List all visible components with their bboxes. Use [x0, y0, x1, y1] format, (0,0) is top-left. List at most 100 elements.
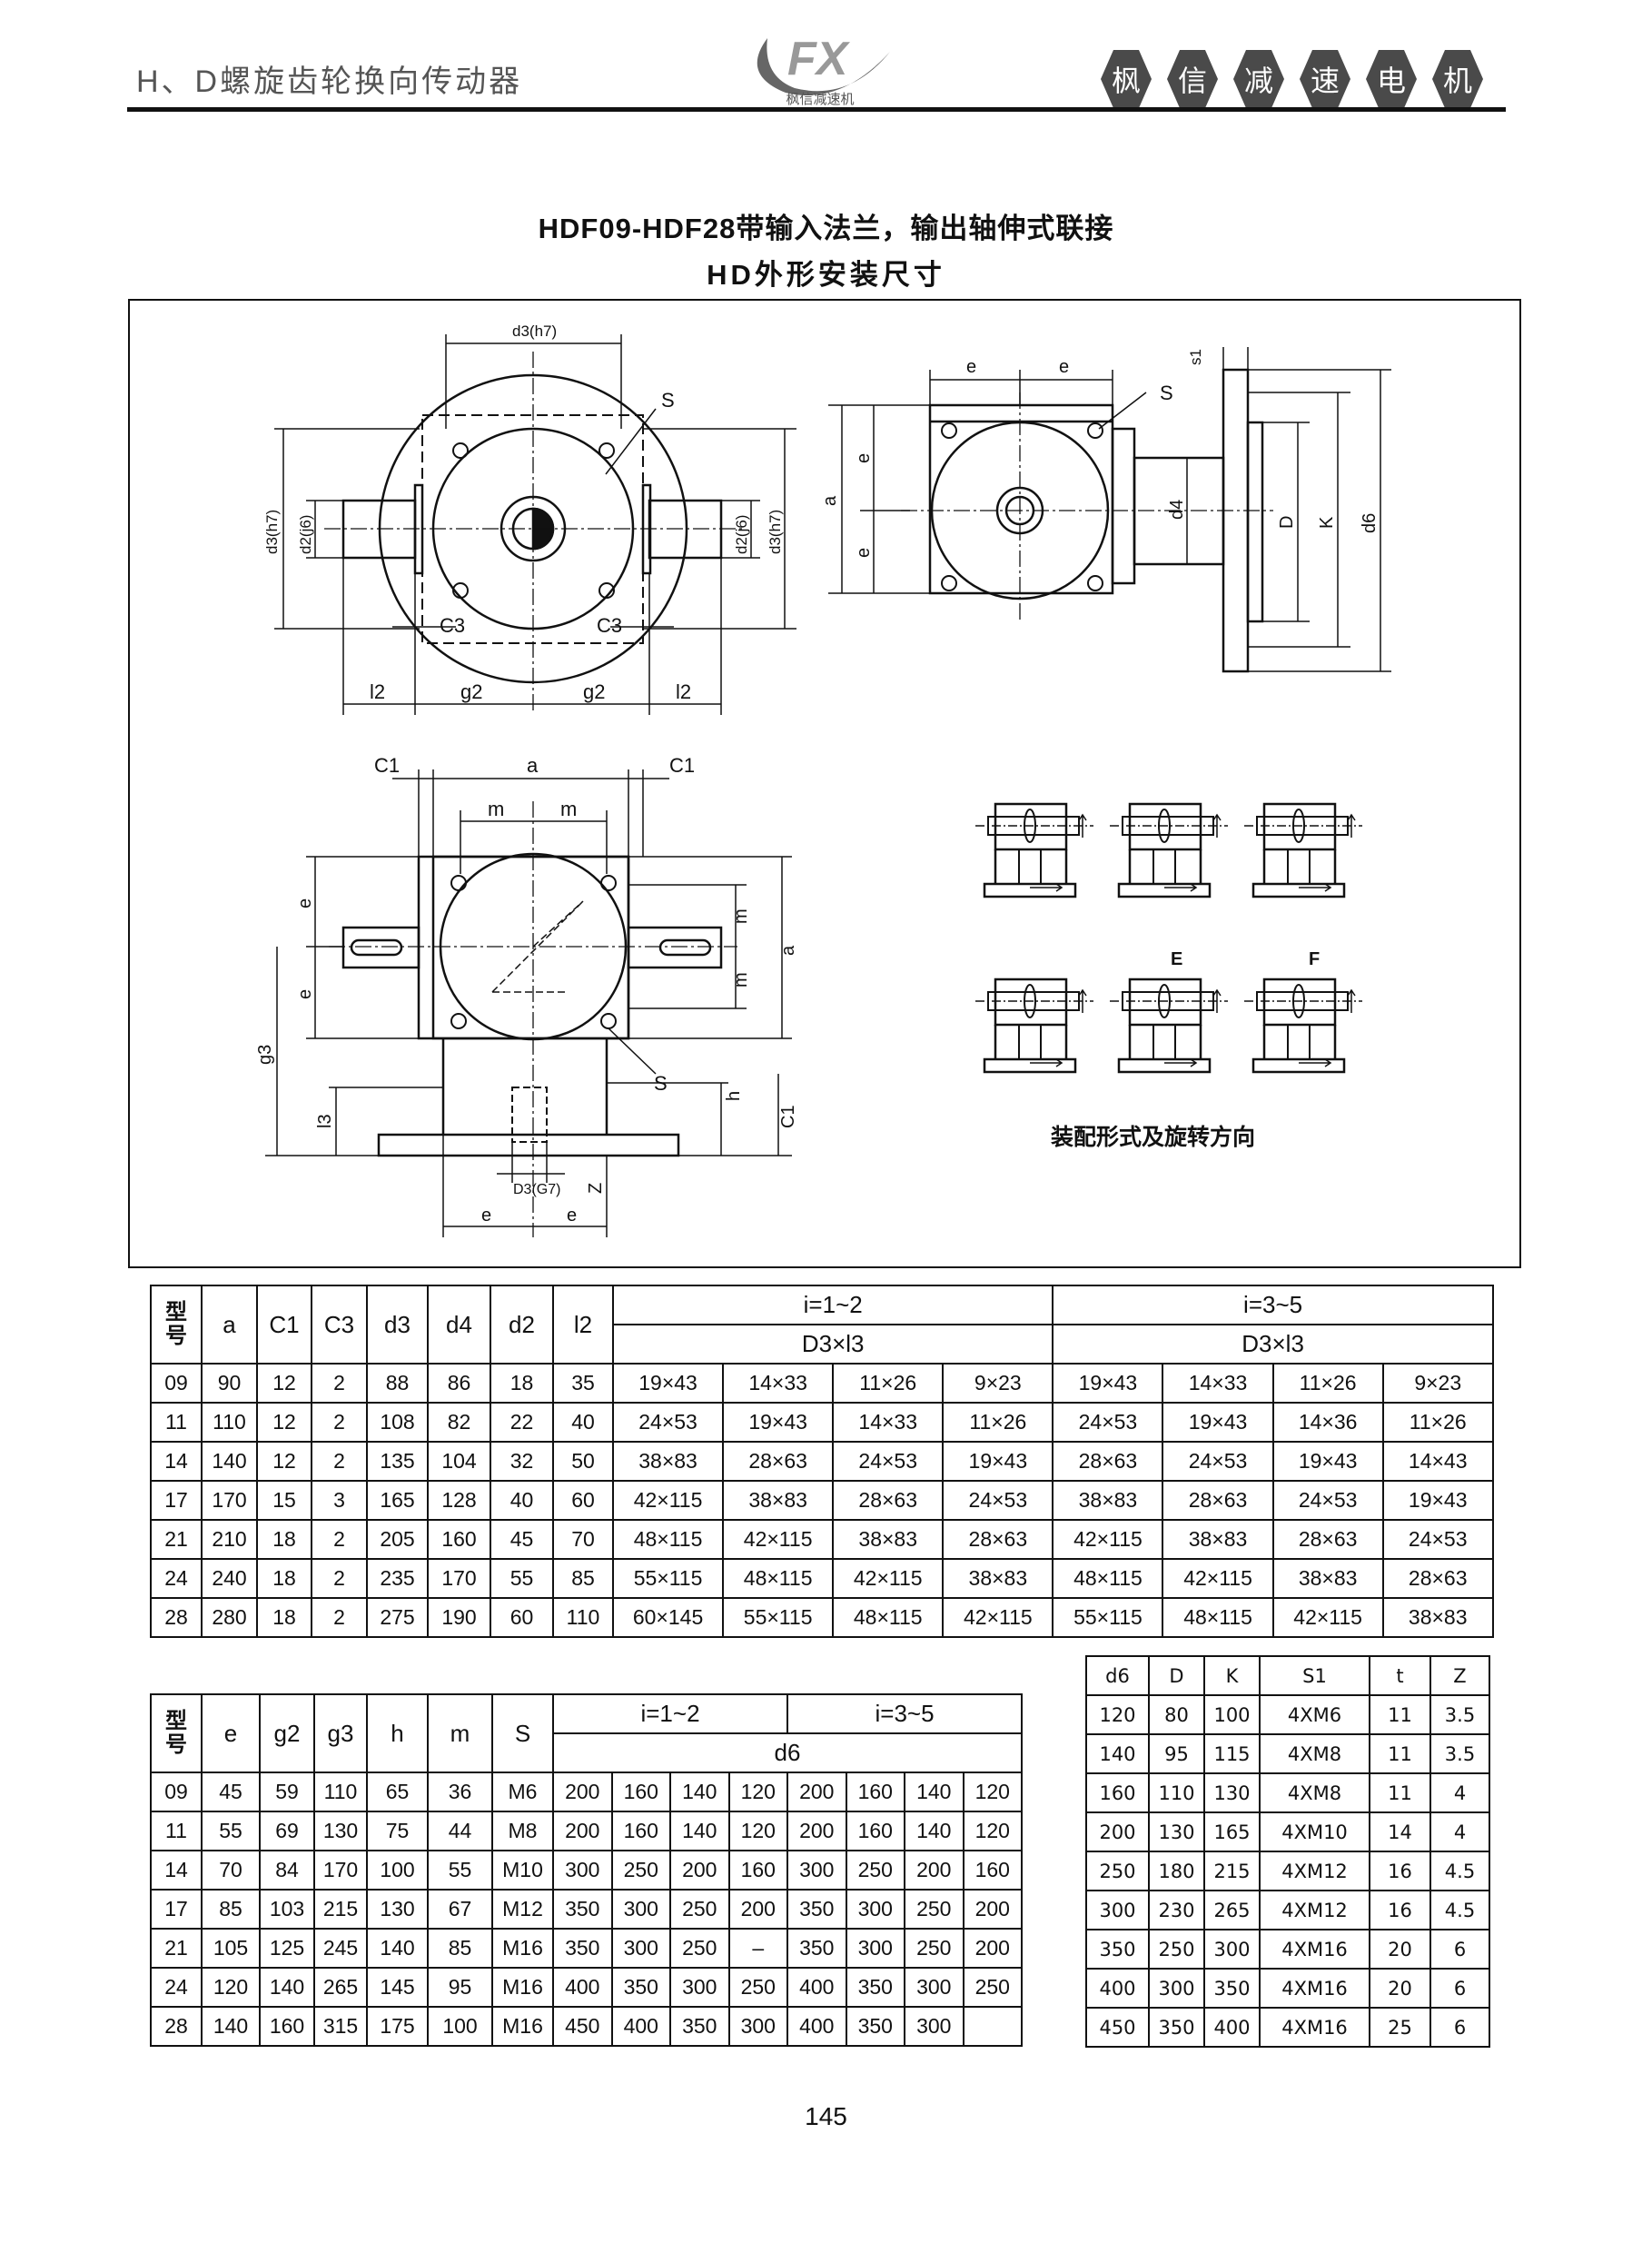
table-cell: 170: [313, 1850, 368, 1891]
table-cell: 19×43: [942, 1441, 1054, 1482]
dim-label: D: [1277, 516, 1297, 529]
dim-label: h: [724, 1091, 744, 1101]
column-header: d6: [1085, 1655, 1150, 1696]
table-cell: 100: [427, 2006, 493, 2047]
view-top-right-labels: e e S s1 a e e d4 D K d6: [820, 349, 1380, 558]
dim-label: a: [778, 945, 798, 956]
table-cell: 55: [427, 1850, 493, 1891]
dim-label: C3: [440, 614, 465, 637]
table-cell: [962, 2006, 1024, 2047]
column-header: h: [366, 1693, 429, 1773]
table-cell: 18: [256, 1558, 312, 1599]
table-cell: 350: [786, 1889, 847, 1930]
table-cell: 135: [366, 1441, 429, 1482]
table-cell: 140: [904, 1811, 964, 1851]
table-cell: M16: [491, 1928, 554, 1969]
table-cell: 400: [552, 1967, 613, 2008]
table-cell: 24×53: [1381, 1519, 1494, 1560]
table-cell: 17: [150, 1889, 203, 1930]
table-cell: 300: [552, 1850, 613, 1891]
table-cell: 11: [150, 1811, 203, 1851]
dim-label: Z: [586, 1183, 606, 1194]
dim-label: m: [488, 798, 504, 820]
table-cell: 38×83: [832, 1519, 945, 1560]
table-cell: 15: [256, 1480, 312, 1521]
dim-label: l2: [370, 680, 385, 703]
table-cell: 48×115: [1052, 1558, 1164, 1599]
page-title: HDF09-HDF28带输入法兰，输出轴伸式联接: [538, 213, 1114, 244]
column-header: t: [1369, 1655, 1431, 1696]
dim-label: e: [1059, 357, 1069, 377]
table-cell: 120: [962, 1772, 1024, 1812]
table-cell: 105: [201, 1928, 261, 1969]
assembly-figure: [975, 802, 1093, 898]
table-cell: 450: [552, 2006, 613, 2047]
table-cell: 160: [610, 1811, 671, 1851]
dim-label: g2: [583, 680, 605, 703]
assembly-figure: [1244, 978, 1362, 1074]
table-cell: 4: [1429, 1772, 1490, 1813]
table-cell: 350: [1203, 1968, 1261, 2009]
table-cell: 110: [313, 1772, 368, 1812]
table-cell: 40: [552, 1402, 614, 1443]
dim-label: C3: [597, 614, 622, 637]
table-cell: 42×115: [832, 1558, 945, 1599]
table-cell: 128: [427, 1480, 491, 1521]
dim-label: S: [1160, 382, 1173, 404]
table-cell: 200: [727, 1889, 789, 1930]
table-cell: 350: [1085, 1929, 1150, 1970]
table-cell: 140: [366, 1928, 429, 1969]
view-bottom-left-labels: C1 a C1 m m e e m m a g3 l3 S h C1 D3(G7…: [255, 754, 798, 1226]
assembly-figure: [1110, 978, 1228, 1074]
brand-char: 速: [1300, 50, 1350, 108]
table-cell: 250: [727, 1967, 789, 2008]
table-cell: 24×53: [1162, 1441, 1274, 1482]
dim-label: d2(j6): [733, 515, 750, 554]
table-cell: 140: [1085, 1733, 1150, 1774]
table-cell: 36: [427, 1772, 493, 1812]
dim-label: K: [1317, 516, 1337, 529]
table-cell: 24×53: [1052, 1402, 1164, 1443]
column-header: C1: [256, 1285, 312, 1365]
table-cell: 300: [1085, 1890, 1150, 1930]
table-cell: 100: [366, 1850, 429, 1891]
dim-label: g3: [255, 1045, 275, 1065]
table-cell: 21: [150, 1519, 203, 1560]
group-header: i=3~5: [786, 1693, 1024, 1734]
group-subheader: d6: [551, 1732, 1024, 1773]
dim-label: d4: [1167, 500, 1187, 520]
table-cell: 450: [1085, 2007, 1150, 2048]
dim-label: e: [966, 357, 976, 377]
table-cell: 210: [201, 1519, 258, 1560]
table-cell: 24: [150, 1967, 203, 2008]
table-cell: 12: [256, 1363, 312, 1404]
table-cell: 104: [427, 1441, 491, 1482]
fx-logo: FX: [757, 33, 890, 95]
table-cell: 250: [904, 1889, 964, 1930]
table-cell: 28×63: [832, 1480, 945, 1521]
table-cell: 165: [366, 1480, 429, 1521]
table-cell: 180: [1148, 1851, 1205, 1891]
table-cell: 300: [845, 1889, 906, 1930]
group-header: i=1~2: [551, 1693, 789, 1734]
table-cell: 160: [259, 2006, 315, 2047]
table-cell: 24×53: [832, 1441, 945, 1482]
table-cell: 235: [366, 1558, 429, 1599]
dim-label: S: [661, 389, 675, 412]
table-cell: 200: [552, 1772, 613, 1812]
table-cell: 140: [259, 1967, 315, 2008]
dim-label: e: [295, 989, 315, 999]
table-cell: 145: [366, 1967, 429, 2008]
table-cell: 24×53: [1271, 1480, 1384, 1521]
table-cell: 2: [311, 1441, 368, 1482]
